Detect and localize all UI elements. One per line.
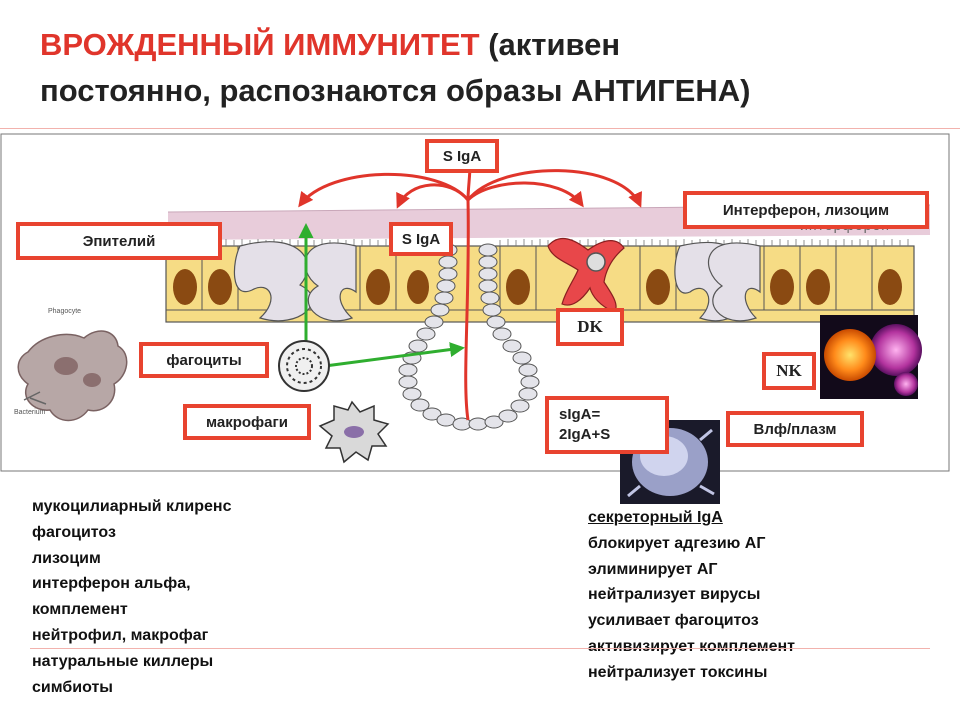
list-item: нейтрализует токсины — [588, 663, 768, 681]
siga-formula-line1: sIgA= — [559, 406, 601, 423]
list-item: мукоцилиарный клиренс — [32, 498, 232, 515]
phagocyte-arrows — [298, 223, 465, 368]
label-dk: DK — [556, 308, 624, 346]
label-macrophages-text: макрофаги — [205, 413, 288, 431]
label-vlf-plasma: Влф/плазм — [726, 411, 864, 447]
slide-title: ВРОЖДЕННЫЙ ИММУНИТЕТ (активен постоянно, … — [40, 22, 940, 114]
list-item: натуральные киллеры — [32, 652, 214, 670]
siga-formula-line2: 2IgA+S — [559, 426, 611, 443]
label-nk-text: NK — [776, 361, 802, 380]
plasma-cell-image — [620, 420, 720, 504]
label-epithelium: Эпителий — [16, 222, 222, 260]
title-rest-line1: (активен — [479, 27, 621, 62]
title-highlight: ВРОЖДЕННЫЙ ИММУНИТЕТ — [40, 27, 480, 62]
innate-factors-list: мукоцилиарный клиренс фагоцитоз лизоцим … — [32, 494, 231, 700]
crypt-gland — [398, 243, 540, 431]
label-macrophages: макрофаги — [183, 404, 311, 440]
secretory-iga-heading: секреторный IgA — [588, 509, 723, 526]
secretory-iga-list: секреторный IgA блокирует адгезию АГ эли… — [588, 505, 795, 686]
label-vlf-plasma-text: Влф/плазм — [753, 420, 837, 438]
bottom-divider — [30, 648, 930, 649]
list-item: фагоцитоз — [32, 523, 116, 541]
list-item: нейтрализует вирусы — [588, 586, 761, 604]
list-item: элиминирует АГ — [588, 560, 718, 578]
macrophage-image — [17, 330, 128, 422]
list-item: симбиоты — [32, 678, 113, 696]
list-item: активизирует комплемент — [588, 637, 795, 655]
macrophage-bottom-text: Bacterium — [14, 409, 46, 416]
label-epithelium-text: Эпителий — [82, 232, 156, 250]
label-interferon-lysozyme: Интерферон, лизоцим — [683, 191, 929, 229]
label-interferon-lysozyme-text: Интерферон, лизоцим — [722, 201, 890, 219]
title-line2: постоянно, распознаются образы АНТИГЕНА) — [40, 73, 751, 108]
cell-nuclei — [173, 269, 902, 305]
list-item: нейтрофил, макрофаг — [32, 626, 209, 644]
label-s-iga-top-text: S IgA — [442, 147, 482, 165]
macrophage-top-text: Phagocyte — [48, 308, 81, 315]
siga-secretion-arrows — [298, 165, 642, 421]
label-dk-text: DK — [577, 317, 603, 336]
label-nk: NK — [762, 352, 816, 390]
goblet-cells — [233, 241, 761, 322]
label-phagocytes-text: фагоциты — [166, 351, 242, 369]
list-item: комплемент — [32, 601, 128, 619]
label-siga-formula: sIgA= 2IgA+S — [545, 396, 669, 454]
list-item: лизоцим — [32, 549, 101, 567]
label-s-iga-mid-text: S IgA — [401, 230, 441, 248]
list-item: интерферон альфа, — [32, 575, 191, 593]
list-item: блокирует адгезию АГ — [588, 534, 766, 552]
label-s-iga-top: S IgA — [425, 139, 499, 173]
label-phagocytes: фагоциты — [139, 342, 269, 378]
list-item: усиливает фагоцитоз — [588, 612, 759, 630]
nk-cell-image — [820, 315, 922, 399]
dendritic-cell-nucleus — [586, 252, 606, 272]
label-s-iga-mid: S IgA — [389, 222, 453, 256]
phagocyte-cell — [278, 340, 330, 392]
diagram-top-border — [0, 128, 960, 129]
